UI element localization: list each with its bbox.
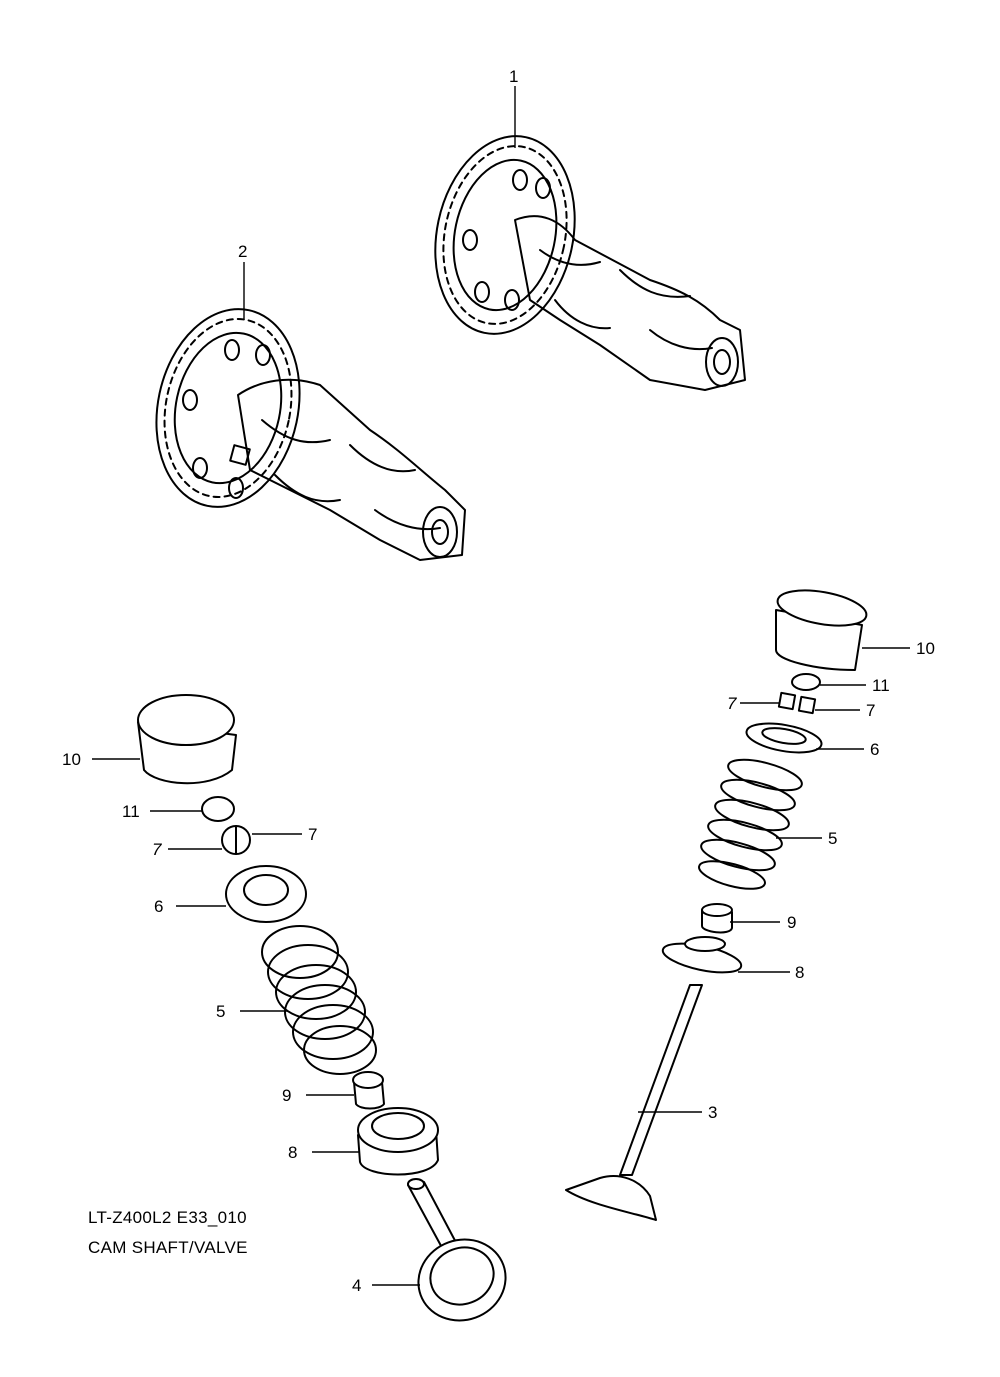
callout-labels: 1 2 3 4 5 5 6 6 7 7 7 7 8 8 9 9 10 10 11… — [62, 67, 935, 1295]
callout-11-right: 11 — [872, 676, 890, 695]
callout-7-left-b: 7 — [308, 825, 317, 844]
callout-4: 4 — [352, 1276, 361, 1295]
diagram-model-code: LT-Z400L2 E33_010 — [88, 1208, 247, 1227]
spring-5-left[interactable] — [261, 925, 377, 1075]
valve-3-exhaust[interactable] — [565, 984, 703, 1221]
callout-7-right-a: 7 — [727, 694, 737, 713]
callout-7-right-b: 7 — [866, 701, 875, 720]
cotter-7-left[interactable] — [221, 825, 251, 855]
camshaft-2[interactable] — [139, 296, 466, 561]
callout-5-right: 5 — [828, 829, 837, 848]
callout-3: 3 — [708, 1103, 717, 1122]
callout-7-left-a: 7 — [152, 840, 162, 859]
callout-2: 2 — [238, 242, 247, 261]
callout-5-left: 5 — [216, 1002, 225, 1021]
callout-9-left: 9 — [282, 1086, 291, 1105]
tappet-10-right[interactable] — [775, 584, 869, 671]
retainer-6-left[interactable] — [225, 865, 307, 923]
callout-8-right: 8 — [795, 963, 804, 982]
leader-lines — [92, 86, 910, 1286]
camshaft-1[interactable] — [418, 123, 746, 391]
callout-8-left: 8 — [288, 1143, 297, 1162]
spring-seat-8-left[interactable] — [357, 1107, 439, 1176]
retainer-6-right[interactable] — [744, 719, 823, 758]
shim-11-right[interactable] — [791, 673, 821, 691]
valve-4-intake[interactable] — [407, 1178, 517, 1333]
callout-9-right: 9 — [787, 913, 796, 932]
callout-10-right: 10 — [916, 639, 935, 658]
callout-11-left: 11 — [122, 802, 140, 821]
shim-11-left[interactable] — [201, 796, 235, 822]
spring-5-right[interactable] — [696, 754, 804, 895]
tappet-10-left[interactable] — [137, 694, 237, 785]
spring-seat-8-right[interactable] — [660, 936, 743, 978]
callout-10-left: 10 — [62, 750, 81, 769]
diagram-section-title: CAM SHAFT/VALVE — [88, 1238, 248, 1257]
stem-seal-9-right[interactable] — [701, 903, 733, 934]
callout-6-right: 6 — [870, 740, 879, 759]
cotter-7-right[interactable] — [777, 691, 817, 715]
callout-6-left: 6 — [154, 897, 163, 916]
stem-seal-9-left[interactable] — [352, 1071, 385, 1110]
callout-1: 1 — [509, 67, 518, 86]
